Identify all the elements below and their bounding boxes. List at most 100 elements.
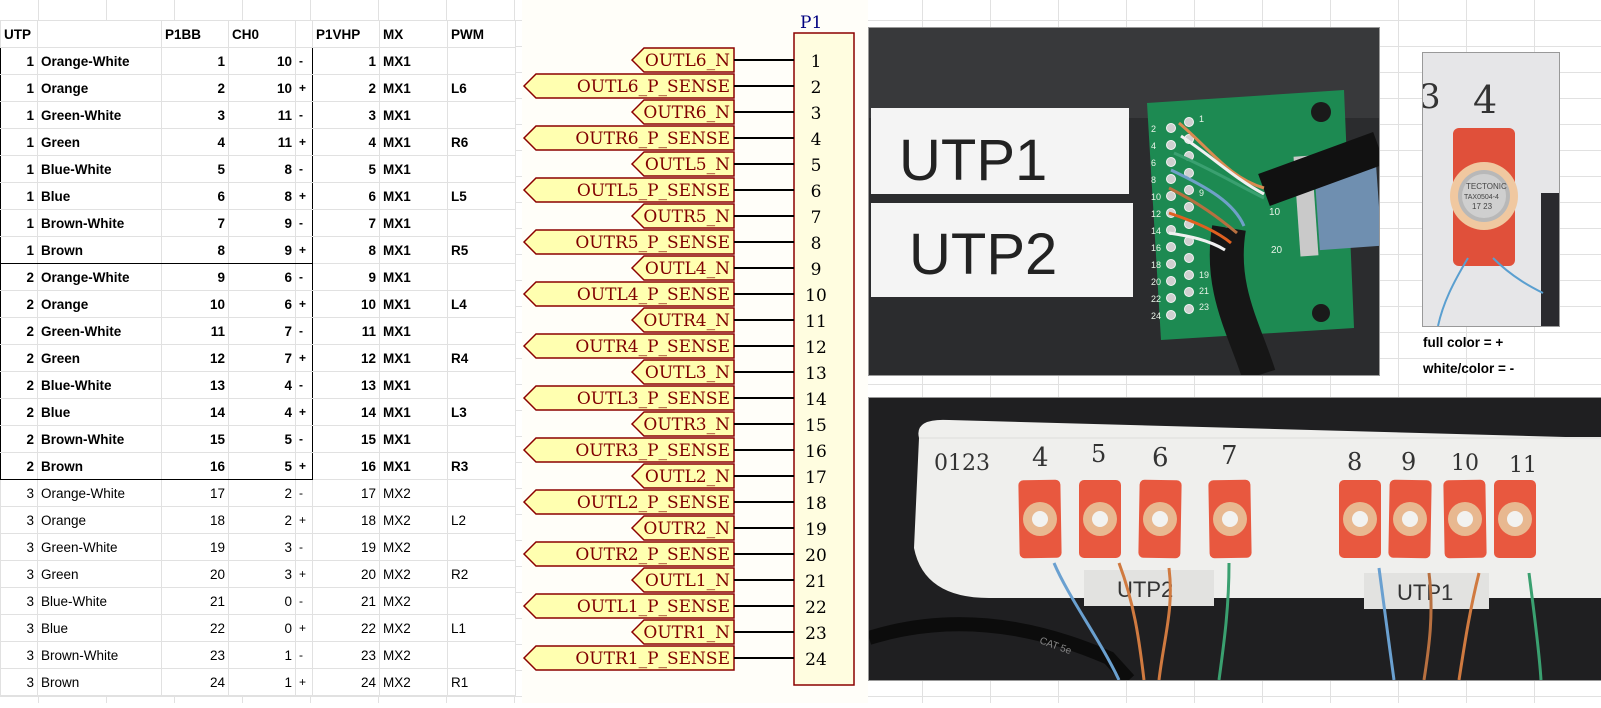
cell-mx[interactable]: MX2	[379, 533, 448, 561]
cell-p1bb[interactable]: 24	[161, 668, 229, 696]
cell-sign[interactable]: -	[295, 587, 313, 615]
cell-p1vhp[interactable]: 3	[312, 101, 380, 129]
cell-color[interactable]: Orange	[37, 74, 162, 102]
cell-mx[interactable]: MX1	[379, 452, 448, 480]
cell-pwm[interactable]	[447, 371, 516, 399]
cell-pwm[interactable]: L1	[447, 614, 516, 642]
cell-utp[interactable]: 1	[0, 101, 38, 129]
cell-p1vhp[interactable]: 13	[312, 371, 380, 399]
cell-color[interactable]: Orange-White	[37, 479, 162, 507]
cell-mx[interactable]: MX1	[379, 74, 448, 102]
cell-mx[interactable]: MX1	[379, 317, 448, 345]
cell-color[interactable]: Brown	[37, 236, 162, 264]
cell-p1vhp[interactable]: 9	[312, 263, 380, 291]
cell-mx[interactable]: MX1	[379, 290, 448, 318]
cell-ch0[interactable]: 7	[228, 317, 296, 345]
cell-utp[interactable]: 3	[0, 506, 38, 534]
cell-pwm[interactable]	[447, 533, 516, 561]
cell-ch0[interactable]: 6	[228, 290, 296, 318]
cell-mx[interactable]: MX2	[379, 668, 448, 696]
cell-sign[interactable]: -	[295, 155, 313, 183]
cell-p1vhp[interactable]: 1	[312, 47, 380, 75]
cell-ch0[interactable]: 2	[228, 479, 296, 507]
cell-ch0[interactable]: 0	[228, 614, 296, 642]
cell-color[interactable]: Green	[37, 560, 162, 588]
cell-utp[interactable]: 1	[0, 74, 38, 102]
cell-p1vhp[interactable]: 24	[312, 668, 380, 696]
cell-utp[interactable]: 3	[0, 560, 38, 588]
cell-pwm[interactable]	[447, 641, 516, 669]
cell-utp[interactable]: 3	[0, 533, 38, 561]
cell-color[interactable]: Brown-White	[37, 209, 162, 237]
cell-ch0[interactable]: 1	[228, 641, 296, 669]
cell-mx[interactable]: MX1	[379, 101, 448, 129]
cell-ch0[interactable]: 9	[228, 209, 296, 237]
cell-sign[interactable]: -	[295, 533, 313, 561]
cell-mx[interactable]: MX1	[379, 182, 448, 210]
cell-color[interactable]: Green-White	[37, 101, 162, 129]
cell-p1bb[interactable]: 17	[161, 479, 229, 507]
cell-p1vhp[interactable]: 6	[312, 182, 380, 210]
cell-p1vhp[interactable]: 18	[312, 506, 380, 534]
cell-sign[interactable]: +	[295, 560, 313, 588]
cell-color[interactable]: Orange-White	[37, 47, 162, 75]
cell-color[interactable]: Blue-White	[37, 587, 162, 615]
cell-p1bb[interactable]: 18	[161, 506, 229, 534]
cell-p1bb[interactable]: 8	[161, 236, 229, 264]
cell-pwm[interactable]	[447, 479, 516, 507]
cell-mx[interactable]: MX1	[379, 398, 448, 426]
header-sign[interactable]	[295, 20, 313, 48]
cell-color[interactable]: Blue-White	[37, 155, 162, 183]
cell-pwm[interactable]	[447, 101, 516, 129]
cell-color[interactable]: Green	[37, 128, 162, 156]
cell-utp[interactable]: 3	[0, 587, 38, 615]
cell-pwm[interactable]	[447, 587, 516, 615]
cell-p1bb[interactable]: 21	[161, 587, 229, 615]
cell-mx[interactable]: MX1	[379, 425, 448, 453]
cell-ch0[interactable]: 8	[228, 182, 296, 210]
cell-utp[interactable]: 2	[0, 317, 38, 345]
cell-sign[interactable]: +	[295, 506, 313, 534]
cell-mx[interactable]: MX1	[379, 128, 448, 156]
cell-mx[interactable]: MX1	[379, 263, 448, 291]
cell-color[interactable]: Blue	[37, 614, 162, 642]
cell-utp[interactable]: 3	[0, 479, 38, 507]
cell-p1bb[interactable]: 3	[161, 101, 229, 129]
cell-mx[interactable]: MX1	[379, 155, 448, 183]
cell-utp[interactable]: 1	[0, 155, 38, 183]
cell-p1vhp[interactable]: 10	[312, 290, 380, 318]
cell-pwm[interactable]	[447, 209, 516, 237]
cell-sign[interactable]: +	[295, 182, 313, 210]
cell-pwm[interactable]	[447, 425, 516, 453]
cell-ch0[interactable]: 4	[228, 371, 296, 399]
cell-p1bb[interactable]: 6	[161, 182, 229, 210]
cell-ch0[interactable]: 1	[228, 668, 296, 696]
cell-pwm[interactable]	[447, 47, 516, 75]
cell-p1bb[interactable]: 10	[161, 290, 229, 318]
header-mx[interactable]: MX	[379, 20, 448, 48]
cell-color[interactable]: Orange	[37, 290, 162, 318]
cell-pwm[interactable]: R4	[447, 344, 516, 372]
cell-p1bb[interactable]: 12	[161, 344, 229, 372]
cell-utp[interactable]: 2	[0, 425, 38, 453]
header-p1vhp[interactable]: P1VHP	[312, 20, 380, 48]
cell-utp[interactable]: 2	[0, 398, 38, 426]
cell-ch0[interactable]: 4	[228, 398, 296, 426]
cell-mx[interactable]: MX2	[379, 614, 448, 642]
header-pwm[interactable]: PWM	[447, 20, 516, 48]
cell-mx[interactable]: MX2	[379, 506, 448, 534]
cell-sign[interactable]: -	[295, 641, 313, 669]
cell-p1bb[interactable]: 9	[161, 263, 229, 291]
cell-ch0[interactable]: 3	[228, 560, 296, 588]
cell-p1vhp[interactable]: 11	[312, 317, 380, 345]
cell-mx[interactable]: MX1	[379, 47, 448, 75]
cell-p1vhp[interactable]: 2	[312, 74, 380, 102]
cell-ch0[interactable]: 8	[228, 155, 296, 183]
header-p1bb[interactable]: P1BB	[161, 20, 229, 48]
cell-sign[interactable]: -	[295, 101, 313, 129]
cell-color[interactable]: Brown-White	[37, 641, 162, 669]
cell-sign[interactable]: +	[295, 668, 313, 696]
cell-ch0[interactable]: 9	[228, 236, 296, 264]
cell-sign[interactable]: -	[295, 317, 313, 345]
cell-color[interactable]: Green-White	[37, 533, 162, 561]
